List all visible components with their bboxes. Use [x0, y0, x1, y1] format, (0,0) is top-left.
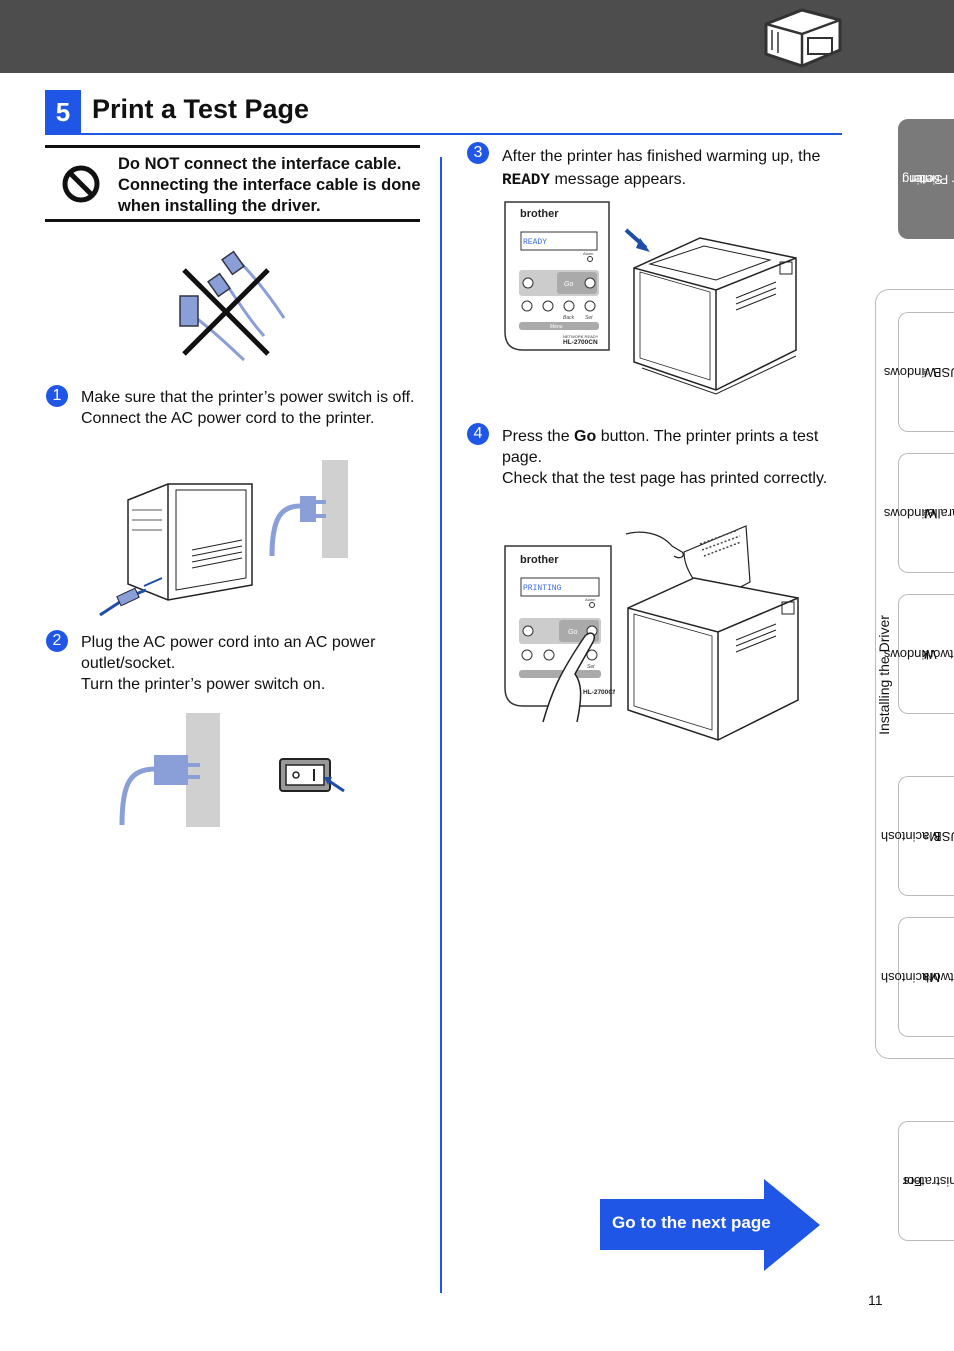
step-2-line-2: Turn the printer’s power switch on.: [81, 676, 326, 693]
step-1-text: Make sure that the printer’s power switc…: [81, 387, 426, 429]
power-outlet-and-switch-illustration: [119, 713, 345, 827]
printer-warming-up-illustration: [624, 228, 797, 395]
installing-driver-label: Installing the Driver: [876, 615, 893, 735]
column-divider: [440, 157, 442, 1293]
tab-windows-usb[interactable]: Windows®USB: [884, 312, 954, 432]
go-button-label: Go: [564, 281, 573, 288]
installing-driver-group: [875, 289, 954, 1059]
brand-logo: brother: [520, 208, 559, 220]
brand-logo-2: brother: [520, 554, 559, 566]
tab-macintosh-usb[interactable]: Macintosh®USB: [881, 776, 954, 896]
step-1-line-1: Make sure that the printer’s power switc…: [81, 389, 415, 406]
model-label-2: HL-2700CN: [583, 689, 615, 696]
tab-macintosh-network[interactable]: Macintosh®Network: [881, 917, 954, 1037]
step-4-text: Press the Go button. The printer prints …: [502, 426, 832, 489]
go-button-label-2: Go: [568, 629, 577, 636]
step-3-text-after: message appears.: [550, 171, 687, 188]
printer-icon: [764, 8, 842, 68]
printer-printing-test-page-illustration: [625, 525, 799, 741]
tab-setting-up-your-printer[interactable]: Setting UpYour Printer: [882, 119, 954, 239]
tab-for-administrators[interactable]: ForAdministrators: [898, 1121, 954, 1241]
alarm-label: Alarm: [583, 251, 594, 256]
warning-rule-bottom: [45, 219, 420, 222]
step-3-text: After the printer has finished warming u…: [502, 145, 832, 192]
model-label: HL-2700CN: [563, 339, 598, 346]
next-page-button[interactable]: Go to the next page: [612, 1213, 771, 1232]
tab-windows-network[interactable]: Windows®Network: [884, 594, 954, 714]
step-4-text-after: button. The printer prints a test page.: [502, 428, 819, 466]
control-panel-printing-illustration: brother PRINTING Alarm Go Set HL-2700CN: [504, 545, 615, 723]
page-number: 11: [868, 1292, 883, 1308]
step-3-text-before: After the printer has finished warming u…: [502, 148, 821, 165]
back-label: Back: [563, 315, 575, 321]
lcd-ready-text: READY: [523, 238, 547, 247]
step-2-number: 2: [46, 630, 68, 652]
step-2-text: Plug the AC power cord into an AC power …: [81, 632, 426, 695]
power-cord-to-printer-illustration: [99, 460, 348, 617]
alarm-label-2: Alarm: [585, 597, 596, 602]
warning-text: Do NOT connect the interface cable. Conn…: [118, 155, 421, 215]
prohibited-icon: [62, 165, 100, 203]
network-ready-label: NETWORK READY: [563, 334, 599, 339]
step-1-line-2: Connect the AC power cord to the printer…: [81, 410, 375, 427]
step-3-number: 3: [467, 142, 489, 164]
step-4-text-before: Press the: [502, 428, 575, 445]
tab-setup-line-2: Your Printer: [910, 172, 954, 187]
control-panel-ready-illustration: brother READY Alarm Go Back Set Menu NET…: [504, 201, 610, 351]
section-title: Print a Test Page: [92, 94, 310, 124]
tab-windows-parallel[interactable]: Windows®Parallel: [884, 453, 954, 573]
step-1-number: 1: [46, 385, 68, 407]
warning-rule-top: [45, 145, 420, 148]
menu-label: Menu: [550, 324, 563, 330]
set-label: Set: [585, 315, 593, 321]
ready-message: READY: [502, 171, 551, 189]
step-4-line-2: Check that the test page has printed cor…: [502, 470, 828, 487]
set-label-2: Set: [587, 664, 595, 670]
title-rule: [45, 133, 842, 135]
go-button-reference: Go: [574, 428, 597, 445]
step-2-line-1: Plug the AC power cord into an AC power …: [81, 634, 376, 672]
lcd-printing-text: PRINTING: [523, 584, 562, 593]
step-4-number: 4: [467, 423, 489, 445]
next-page-arrow-icon[interactable]: [600, 1179, 822, 1271]
interface-cable-crossed-illustration: [179, 250, 286, 362]
section-number: 5: [45, 90, 81, 134]
